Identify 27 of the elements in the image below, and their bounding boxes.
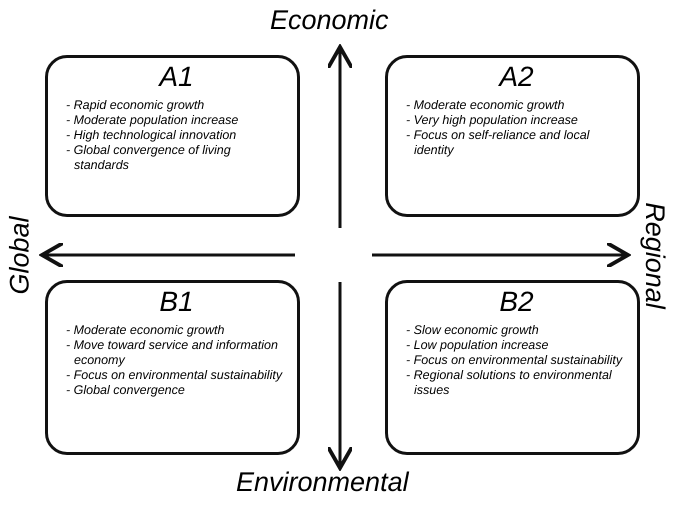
bullet-text: - Moderate population increase xyxy=(66,113,240,128)
scenario-heading: B2 xyxy=(499,287,534,317)
bullet-text: - Regional solutions to environmental issues xyxy=(406,368,613,398)
bullet-text: - Global convergence xyxy=(66,383,186,398)
bullet-text: - High technological innovation xyxy=(66,128,238,143)
bullet-text: - Focus on environmental sustainability xyxy=(66,368,284,383)
scenario-box xyxy=(385,280,640,455)
bullet-text: - Move toward service and information economy xyxy=(66,338,279,368)
scenario-heading: A1 xyxy=(159,62,194,92)
axis-label: Environmental xyxy=(236,467,409,498)
scenario-heading: A2 xyxy=(499,62,534,92)
axis-label: Economic xyxy=(270,5,389,36)
axis-label: Global xyxy=(4,216,36,294)
scenario-box xyxy=(45,55,300,217)
scenario-heading: B1 xyxy=(159,287,194,317)
bullet-text: - Global convergence of living standards xyxy=(66,143,232,173)
bullet-text: - Focus on self-reliance and local identity xyxy=(406,128,591,158)
bullet-text: - Moderate economic growth xyxy=(66,323,226,338)
bullet-text: - Moderate economic growth xyxy=(406,98,566,113)
bullet-text: - Focus on environmental sustainability xyxy=(406,353,624,368)
scenario-box xyxy=(385,55,640,217)
axis-label: Regional xyxy=(638,202,670,308)
bullet-text: - Rapid economic growth xyxy=(66,98,206,113)
bullet-text: - Slow economic growth xyxy=(406,323,540,338)
bullet-text: - Low population increase xyxy=(406,338,550,353)
bullet-text: - Very high population increase xyxy=(406,113,579,128)
scenario-box xyxy=(45,280,300,455)
